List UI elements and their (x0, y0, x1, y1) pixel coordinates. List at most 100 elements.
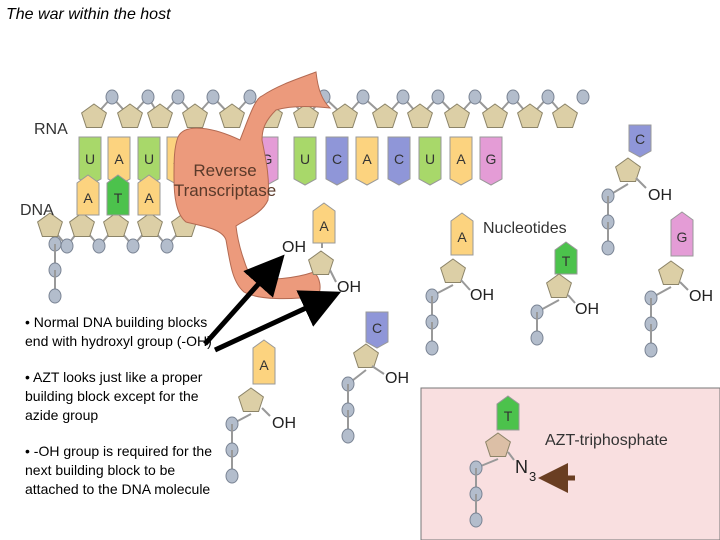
azt-sugar (485, 432, 511, 457)
rna-sugar (407, 103, 433, 128)
incoming-sugar (308, 250, 334, 275)
rna-base-G: G (479, 136, 503, 186)
nucleobase-letter: A (144, 190, 154, 206)
nucleobase-shape (76, 174, 100, 216)
bullet-list: • Normal DNA building blocks end with hy… (25, 313, 217, 516)
nucleobase-letter: C (332, 151, 342, 167)
rna-base-C: C (325, 136, 349, 186)
rna-sugar (147, 103, 173, 128)
nucleobase-letter: U (144, 151, 154, 167)
free-sugar (615, 157, 641, 182)
dna-label: DNA (20, 202, 54, 219)
backbone-link (460, 279, 471, 291)
enzyme-label-line1: Reverse (193, 161, 256, 180)
azt-panel (420, 387, 720, 540)
backbone-link (261, 407, 271, 417)
backbone-link (371, 365, 385, 375)
nucleobase-letter: C (394, 151, 404, 167)
nucleobase-shape (106, 174, 130, 216)
rna-base-A: A (449, 136, 473, 186)
nucleobase-letter: C (372, 320, 382, 336)
dna-sugar (37, 212, 63, 237)
nucleobase-letter: U (425, 151, 435, 167)
free-hydroxyl: OH (648, 187, 672, 204)
nucleobase-shape (312, 202, 336, 244)
dna-sugar (69, 212, 95, 237)
dna-phosphate (92, 238, 106, 254)
rna-phosphate (541, 89, 555, 105)
backbone-link (679, 281, 689, 291)
free-sugar (353, 343, 379, 368)
nucleobase-letter: U (300, 151, 310, 167)
backbone-link (507, 451, 515, 461)
free-sugar (440, 258, 466, 283)
nucleobase-letter: C (635, 131, 645, 147)
nucleobase-letter: U (85, 151, 95, 167)
rna-phosphate (356, 89, 370, 105)
bullet-2: • AZT looks just like a proper building … (25, 369, 203, 423)
bullet-3: • -OH group is required for the next bui… (25, 443, 212, 497)
nucleobase-letter: G (262, 151, 273, 167)
rna-phosphate (576, 89, 590, 105)
rna-phosphate (431, 89, 445, 105)
nucleobase-shape (418, 136, 442, 186)
free-phosphate (425, 340, 439, 356)
free-phosphate (341, 428, 355, 444)
nucleobase-shape (325, 136, 349, 186)
nucleobase-letter: A (259, 357, 269, 373)
dna-end-hydroxyl: OH (282, 239, 306, 256)
nucleobase-shape (496, 395, 520, 431)
free-hydroxyl: OH (385, 370, 409, 387)
dna-sugar (137, 212, 163, 237)
nucleobase-letter: T (504, 408, 513, 424)
nucleobase-shape (450, 212, 474, 256)
rna-sugar (517, 103, 543, 128)
nucleobase-shape (628, 124, 652, 158)
rna-sugar (182, 103, 208, 128)
dna-base-A: A (76, 174, 100, 216)
nucleobase-shape (387, 136, 411, 186)
nucleobase-shape (449, 136, 473, 186)
free-phosphate (601, 240, 615, 256)
nucleobase-letter: A (83, 190, 93, 206)
azide-group: N 3 (515, 457, 536, 484)
dna-base-T: T (106, 174, 130, 216)
rna-sugar (444, 103, 470, 128)
nucleobase-letter: T (562, 253, 571, 269)
dna-base-A: A (137, 174, 161, 216)
backbone-link (635, 177, 647, 189)
backbone-link (329, 269, 337, 283)
nucleobase-shape (293, 136, 317, 186)
azide-subscript: 3 (529, 469, 536, 484)
nucleobase-letter: A (114, 151, 124, 167)
nucleobase-shape (365, 311, 389, 349)
rna-base-U: U (418, 136, 442, 186)
free-base-G: G (670, 211, 694, 257)
rna-base-U: U (293, 136, 317, 186)
nucleobase-letter: G (677, 229, 688, 245)
slide-title: The war within the host (6, 6, 171, 23)
nucleotides-label: Nucleotides (483, 220, 567, 237)
nucleobase-letter: A (457, 229, 467, 245)
rna-sugar (293, 103, 319, 128)
rna-phosphate (105, 89, 119, 105)
dna-sugar (103, 212, 129, 237)
incoming-hydroxyl: OH (337, 279, 361, 296)
rna-sugar (219, 103, 245, 128)
nucleobase-letter: A (456, 151, 466, 167)
nucleobase-letter: A (319, 218, 329, 234)
nucleobase-shape (252, 339, 276, 385)
rna-phosphate (206, 89, 220, 105)
free-hydroxyl: OH (575, 301, 599, 318)
free-sugar (546, 273, 572, 298)
bullet-1: • Normal DNA building blocks end with hy… (25, 314, 212, 349)
pointer-arrow-dna-hydroxyl (203, 254, 285, 346)
incoming-base: A (312, 202, 336, 244)
rna-phosphate (506, 89, 520, 105)
rna-sugar (482, 103, 508, 128)
rna-phosphate (243, 89, 257, 105)
free-base-C: C (628, 124, 652, 158)
nucleobase-letter: G (486, 151, 497, 167)
free-base-C: C (365, 311, 389, 349)
